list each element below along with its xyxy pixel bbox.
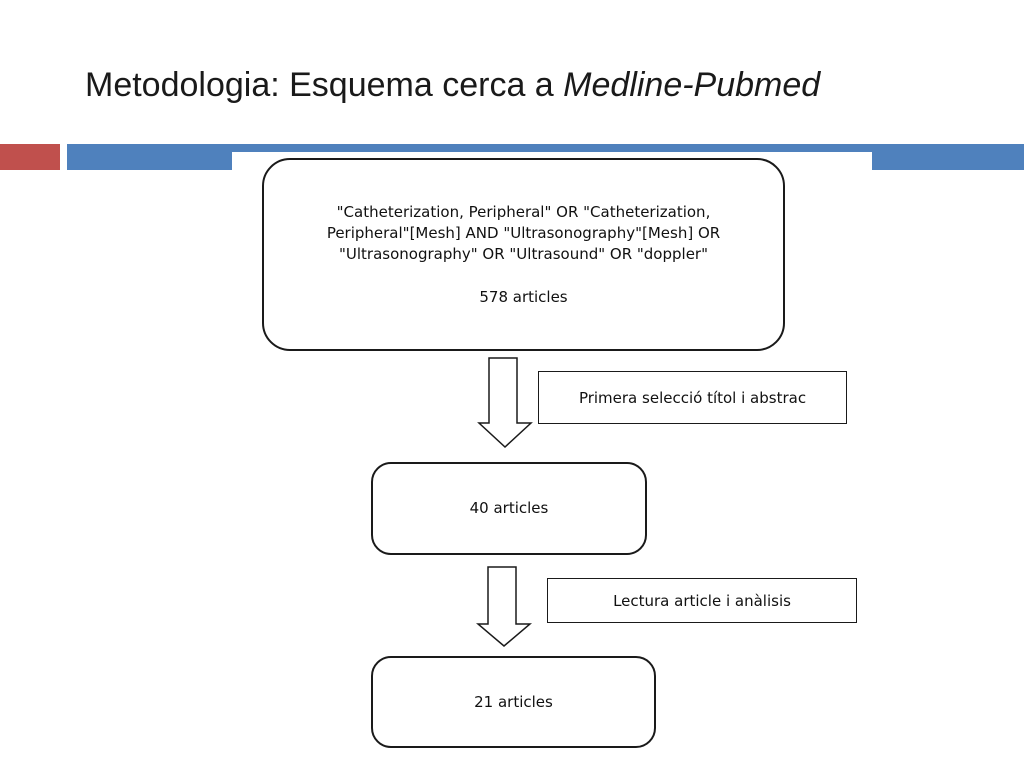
accent-bar-blue-right bbox=[872, 144, 1024, 170]
accent-bar-red bbox=[0, 144, 60, 170]
query-line-3: "Ultrasonography" OR "Ultrasound" OR "do… bbox=[339, 244, 708, 263]
accent-bar-blue-thin bbox=[232, 144, 872, 152]
step-label-reading-analysis: Lectura article i anàlisis bbox=[547, 578, 857, 623]
down-arrow-icon bbox=[477, 357, 533, 449]
accent-bar-blue-left bbox=[67, 144, 232, 170]
slide-title-prefix: Metodologia: Esquema cerca a bbox=[85, 66, 564, 104]
selected-articles-box: 40 articles bbox=[371, 462, 647, 555]
slide-title-italic: Medline-Pubmed bbox=[563, 66, 821, 104]
final-articles-count: 21 articles bbox=[474, 692, 553, 711]
search-result-count: 578 articles bbox=[479, 287, 568, 306]
query-line-1: "Catheterization, Peripheral" OR "Cathet… bbox=[336, 202, 711, 221]
down-arrow-icon bbox=[476, 566, 532, 647]
step-label-title-abstract: Primera selecció títol i abstrac bbox=[538, 371, 847, 424]
query-line-2: Peripheral"[Mesh] AND "Ultrasonography"[… bbox=[326, 223, 721, 242]
search-query-box: "Catheterization, Peripheral" OR "Cathet… bbox=[262, 158, 785, 351]
final-articles-box: 21 articles bbox=[371, 656, 656, 748]
selected-articles-count: 40 articles bbox=[469, 499, 549, 517]
slide-title: Metodologia: Esquema cerca a Medline-Pub… bbox=[85, 66, 820, 105]
